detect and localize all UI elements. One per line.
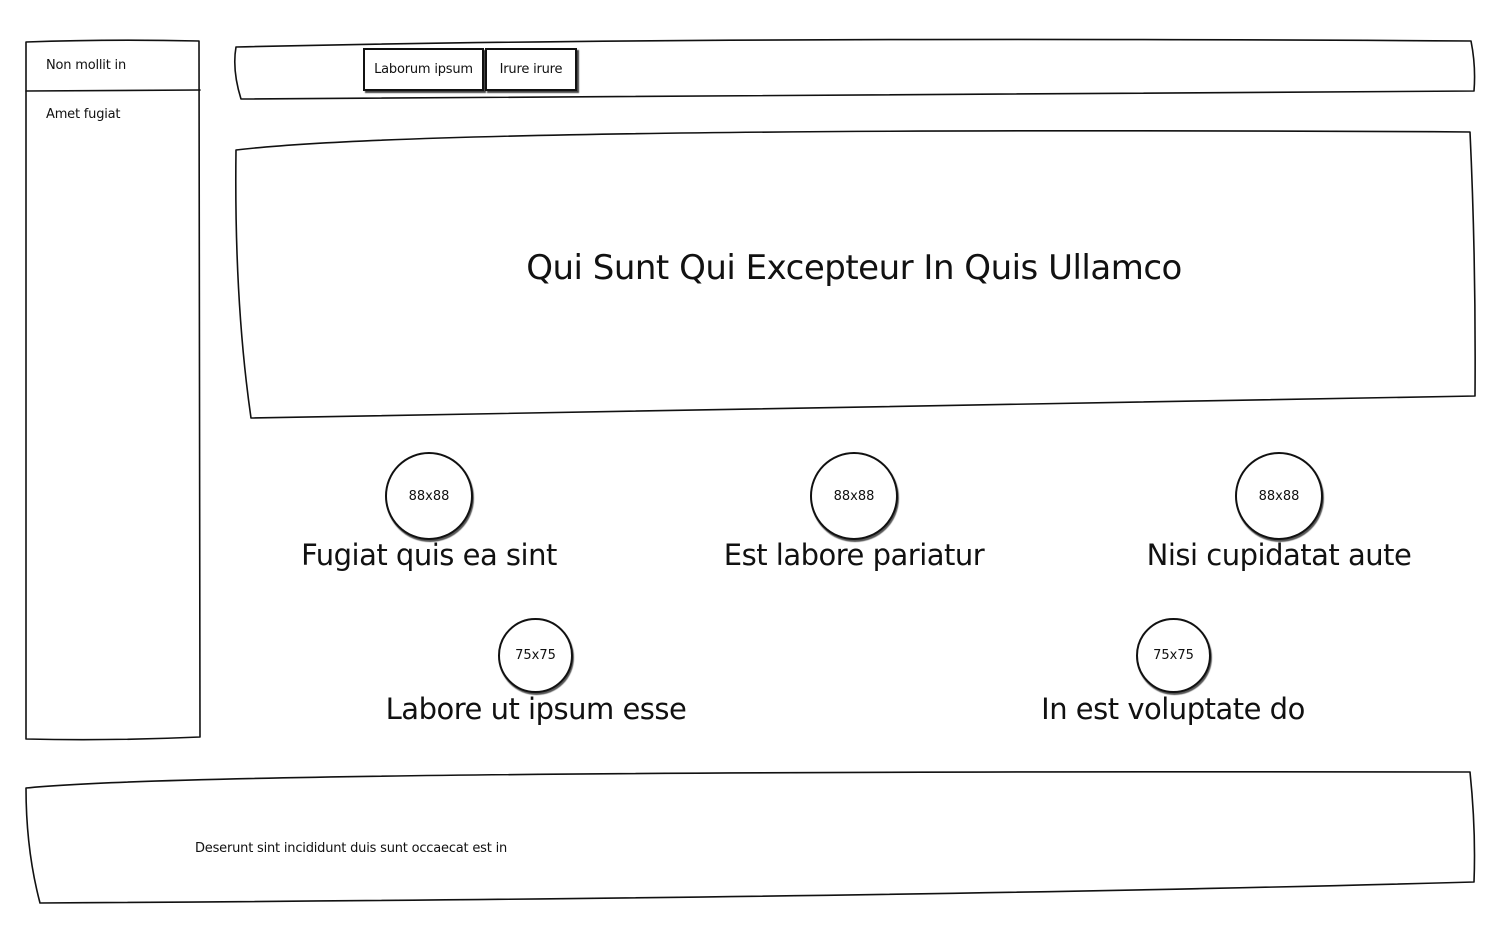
tab-laborum-ipsum[interactable]: Laborum ipsum [363, 48, 484, 91]
feature-image-placeholder: 88x88 [1235, 452, 1323, 540]
sidebar-item-non-mollit-in[interactable]: Non mollit in [46, 58, 126, 73]
feature-label: Nisi cupidatat aute [1146, 538, 1412, 572]
feature-image-placeholder: 88x88 [385, 452, 473, 540]
image-size-label: 75x75 [515, 648, 556, 663]
feature-label: Est labore pariatur [723, 538, 985, 572]
feature-label: Fugiat quis ea sint [301, 538, 557, 572]
hero-title: Qui Sunt Qui Excepteur In Quis Ullamco [526, 248, 1182, 288]
sidebar-item-amet-fugiat[interactable]: Amet fugiat [46, 107, 121, 122]
image-size-label: 88x88 [833, 488, 875, 504]
feature-image-placeholder: 75x75 [1136, 618, 1211, 693]
feature-image-placeholder: 88x88 [810, 452, 898, 540]
sidebar [26, 42, 200, 739]
feature-label: Labore ut ipsum esse [385, 692, 687, 726]
feature-label: In est voluptate do [1041, 692, 1305, 726]
footer-text: Deserunt sint incididunt duis sunt occae… [195, 841, 508, 856]
image-size-label: 88x88 [408, 488, 450, 504]
image-size-label: 75x75 [1153, 648, 1194, 663]
feature-image-placeholder: 75x75 [498, 618, 573, 693]
tab-irure-irure[interactable]: Irure irure [485, 48, 577, 91]
image-size-label: 88x88 [1258, 488, 1300, 504]
footer-border [25, 771, 1476, 904]
